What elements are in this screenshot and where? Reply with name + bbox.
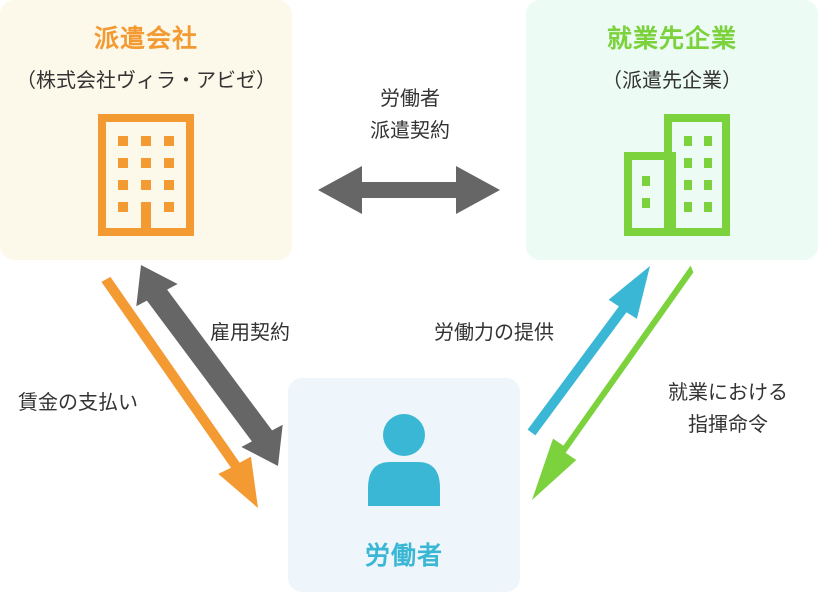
wage-payment-arrow xyxy=(101,276,259,508)
dispatch-contract-label-line2: 派遣契約 xyxy=(370,118,450,142)
dispatch-company-box: 派遣会社 （株式会社ヴィラ・アビゼ） xyxy=(0,0,292,260)
instructions-label: 就業における 指揮命令 xyxy=(640,376,816,440)
dispatch-company-title: 派遣会社 xyxy=(93,24,198,53)
office-building-icon xyxy=(624,114,730,236)
labor-provision-label: 労働力の提供 xyxy=(434,320,554,344)
client-company-title: 就業先企業 xyxy=(606,24,737,53)
dispatch-company-subtitle: （株式会社ヴィラ・アビゼ） xyxy=(16,68,276,92)
instruction-arrow xyxy=(532,265,694,500)
worker-box: 労働者 xyxy=(288,378,520,592)
dispatch-contract-label: 労働者 派遣契約 xyxy=(349,82,471,146)
client-company-box: 就業先企業 （派遣先企業） xyxy=(526,0,818,260)
instructions-label-line2: 指揮命令 xyxy=(688,412,768,436)
person-icon xyxy=(368,414,440,506)
instructions-label-line1: 就業における xyxy=(668,380,788,404)
office-building-icon xyxy=(98,114,194,236)
employment-contract-arrow xyxy=(136,265,283,466)
dispatch-contract-arrow xyxy=(318,166,500,214)
dispatch-contract-label-line1: 労働者 xyxy=(380,86,440,110)
wage-payment-label: 賃金の支払い xyxy=(18,390,138,414)
client-company-subtitle: （派遣先企業） xyxy=(602,68,742,92)
employment-contract-label: 雇用契約 xyxy=(210,320,290,344)
labor-provision-arrow xyxy=(527,266,650,436)
worker-title: 労働者 xyxy=(364,541,443,570)
